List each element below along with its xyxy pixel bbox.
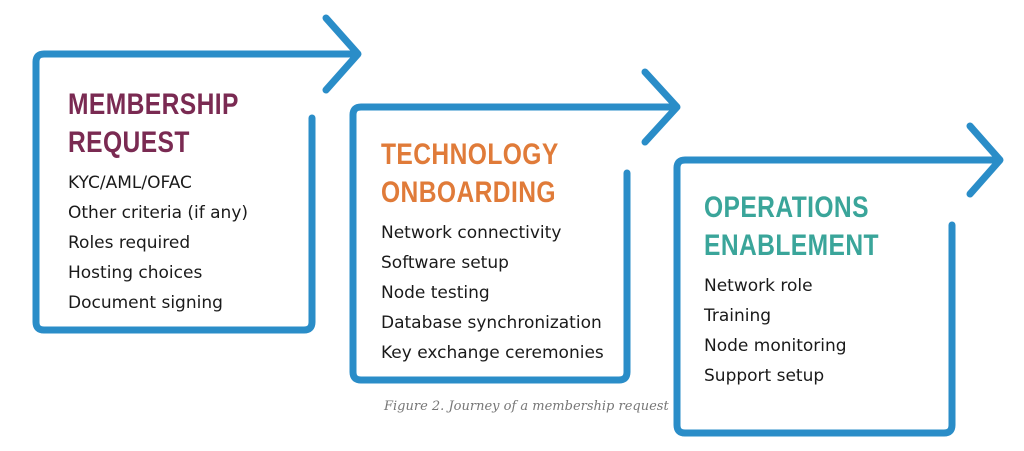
stage-1-arrow-frame [32, 50, 358, 334]
stage-3-arrow-frame [673, 156, 1000, 437]
stage-3-title-line-1: OPERATIONS [704, 191, 869, 224]
stage-1-item: Hosting choices [68, 263, 203, 283]
stage-2-item: Database synchronization [381, 313, 602, 333]
stage-1-title-line-1: MEMBERSHIP [68, 88, 239, 121]
stage-2-arrow-head [641, 68, 681, 146]
stage-3-item: Support setup [704, 366, 825, 386]
stage-3-item-list: Network role Training Node monitoring Su… [704, 271, 917, 391]
stage-1-title-line-2: REQUEST [68, 126, 190, 159]
figure-caption: Figure 2. Journey of a membership reques… [384, 399, 669, 414]
stage-operations-enablement: OPERATIONS ENABLEMENT Network role Train… [704, 189, 917, 391]
stage-3-title-line-2: ENABLEMENT [704, 229, 879, 262]
stage-2-item: Node testing [381, 283, 490, 303]
stage-3-item: Node monitoring [704, 336, 847, 356]
stage-2-title-line-1: TECHNOLOGY [381, 138, 559, 171]
stage-2-item: Key exchange ceremonies [381, 343, 604, 363]
stage-2-title-line-2: ONBOARDING [381, 176, 556, 209]
stage-1-item-list: KYC/AML/OFAC Other criteria (if any) Rol… [68, 168, 276, 318]
stage-1-item: Other criteria (if any) [68, 203, 249, 223]
stage-2-item-list: Network connectivity Software setup Node… [381, 218, 604, 368]
stage-1-title: MEMBERSHIP REQUEST [68, 86, 239, 162]
stage-3-title: OPERATIONS ENABLEMENT [704, 189, 879, 265]
stage-technology-onboarding: TECHNOLOGY ONBOARDING Network connectivi… [381, 136, 604, 368]
stage-3-arrow-head [966, 122, 1004, 198]
stage-3-item: Training [704, 306, 772, 326]
stage-2-title: TECHNOLOGY ONBOARDING [381, 136, 564, 212]
stage-2-item: Network connectivity [381, 223, 562, 243]
stage-1-item: Document signing [68, 293, 223, 313]
stage-1-item: KYC/AML/OFAC [68, 173, 192, 193]
stage-3-item: Network role [704, 276, 813, 296]
stage-membership-request: MEMBERSHIP REQUEST KYC/AML/OFAC Other cr… [68, 86, 276, 318]
stage-1-arrow-head [322, 14, 362, 94]
stage-1-item: Roles required [68, 233, 191, 253]
stage-2-arrow-frame [349, 103, 676, 384]
stage-2-item: Software setup [381, 253, 509, 273]
